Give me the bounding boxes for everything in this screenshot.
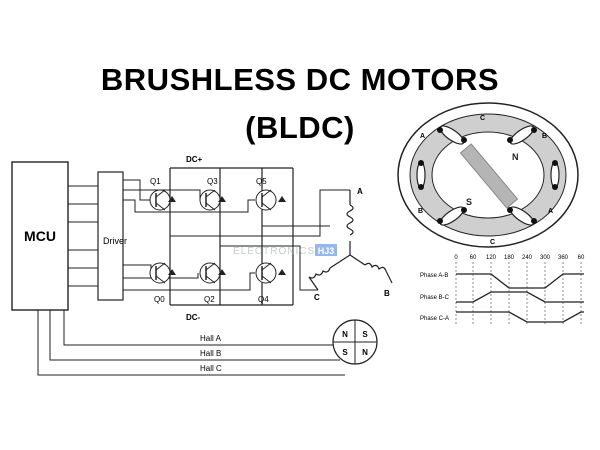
angle-180: 180	[504, 255, 515, 261]
transistor-q5	[255, 189, 286, 211]
coil-label-a-left: A	[420, 133, 425, 140]
coil-label-b-right: B	[542, 133, 547, 140]
watermark: ELECTRONICS HJ3	[233, 244, 337, 257]
phase-ab-label: Phase A-B	[420, 273, 448, 279]
rotor-north: N	[512, 152, 519, 162]
dc-plus-label: DC+	[186, 155, 203, 164]
hall-c-label: Hall C	[200, 364, 222, 373]
transistor-q2	[199, 262, 226, 284]
motor-windings	[308, 190, 393, 291]
title-line-2: (BLDC)	[245, 110, 355, 145]
driver-label: Driver	[103, 236, 127, 246]
phase-wires	[170, 189, 350, 291]
rotor-south: S	[466, 197, 472, 207]
mcu-label: MCU	[24, 228, 56, 244]
transistor-q0	[149, 262, 176, 284]
coil-label-c-bottom: C	[490, 239, 495, 246]
coil-label-c-top: C	[480, 115, 485, 122]
watermark-text: ELECTRONICS	[233, 246, 315, 257]
transistor-q1	[149, 189, 176, 211]
angle-60-next: 60	[578, 255, 585, 261]
timing-diagram	[455, 262, 584, 326]
phase-ca-label: Phase C-A	[420, 316, 449, 322]
magnet-q4: N	[362, 348, 368, 357]
gate-lines	[123, 179, 255, 291]
hall-sensor-magnet	[332, 319, 378, 365]
angle-240: 240	[522, 255, 533, 261]
motor-cross-section	[397, 102, 579, 248]
angle-0: 0	[454, 255, 458, 261]
q4-label: Q4	[258, 295, 269, 304]
winding-a-label: A	[357, 187, 363, 196]
q1-label: Q1	[150, 177, 161, 186]
magnet-q1: N	[342, 330, 348, 339]
driver-block	[97, 171, 124, 301]
mcu-driver-bus	[68, 185, 98, 287]
q3-label: Q3	[207, 177, 218, 186]
magnet-q3: S	[342, 348, 348, 357]
hall-a-label: Hall A	[200, 334, 222, 343]
phase-bc-label: Phase B-C	[420, 295, 450, 301]
watermark-suffix: HJ3	[318, 246, 335, 256]
hall-lines	[37, 310, 345, 376]
mcu-block	[11, 161, 69, 311]
coil-label-a-right: A	[548, 208, 553, 215]
title-line-1: BRUSHLESS DC MOTORS	[100, 62, 500, 97]
winding-c-label: C	[314, 293, 320, 302]
angle-60: 60	[470, 255, 477, 261]
winding-b-label: B	[384, 289, 390, 298]
dc-minus-label: DC-	[186, 313, 201, 322]
transistor-q3	[199, 189, 226, 211]
angle-360: 360	[558, 255, 569, 261]
angle-120: 120	[486, 255, 497, 261]
angle-300: 300	[540, 255, 551, 261]
magnet-q2: S	[362, 330, 368, 339]
q0-label: Q0	[154, 295, 165, 304]
q5-label: Q5	[256, 177, 267, 186]
coil-label-b-left: B	[418, 208, 423, 215]
transistor-q4	[255, 262, 286, 284]
q2-label: Q2	[204, 295, 215, 304]
hall-b-label: Hall B	[200, 349, 221, 358]
